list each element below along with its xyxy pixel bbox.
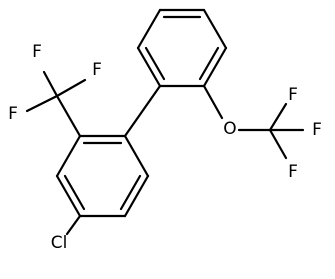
double-bond-inner bbox=[63, 174, 86, 211]
bond-c-f bbox=[268, 128, 288, 160]
double-bond-inner bbox=[119, 174, 142, 211]
double-bond-inner bbox=[144, 46, 166, 81]
atom-label-f: F bbox=[92, 60, 102, 80]
atom-label-o: O bbox=[223, 119, 236, 139]
atom-label-cl: Cl bbox=[51, 233, 68, 253]
bond-c-f bbox=[268, 102, 288, 132]
bond bbox=[202, 46, 228, 88]
atom-label-f: F bbox=[312, 120, 322, 140]
upper-ring bbox=[136, 8, 228, 88]
atom-label-f: F bbox=[8, 104, 18, 124]
bond-ring-cl bbox=[65, 214, 82, 236]
bond bbox=[136, 8, 162, 50]
bond-ring-cf3 bbox=[55, 94, 82, 138]
bond bbox=[123, 174, 150, 218]
bond-c-f bbox=[25, 94, 59, 113]
atom-label-f: F bbox=[32, 42, 42, 62]
bond-c-f bbox=[42, 70, 59, 98]
bond bbox=[136, 46, 162, 88]
bond-ring-o bbox=[202, 84, 224, 120]
biaryl-bond bbox=[123, 84, 162, 138]
bond bbox=[55, 174, 82, 218]
bond bbox=[202, 8, 228, 50]
atom-label-f: F bbox=[288, 85, 298, 105]
bond bbox=[123, 134, 150, 178]
bond-c-f bbox=[55, 78, 87, 98]
lower-ring bbox=[55, 134, 150, 218]
double-bond-inner bbox=[198, 46, 220, 81]
bond bbox=[55, 134, 82, 178]
atom-label-f: F bbox=[288, 162, 298, 182]
